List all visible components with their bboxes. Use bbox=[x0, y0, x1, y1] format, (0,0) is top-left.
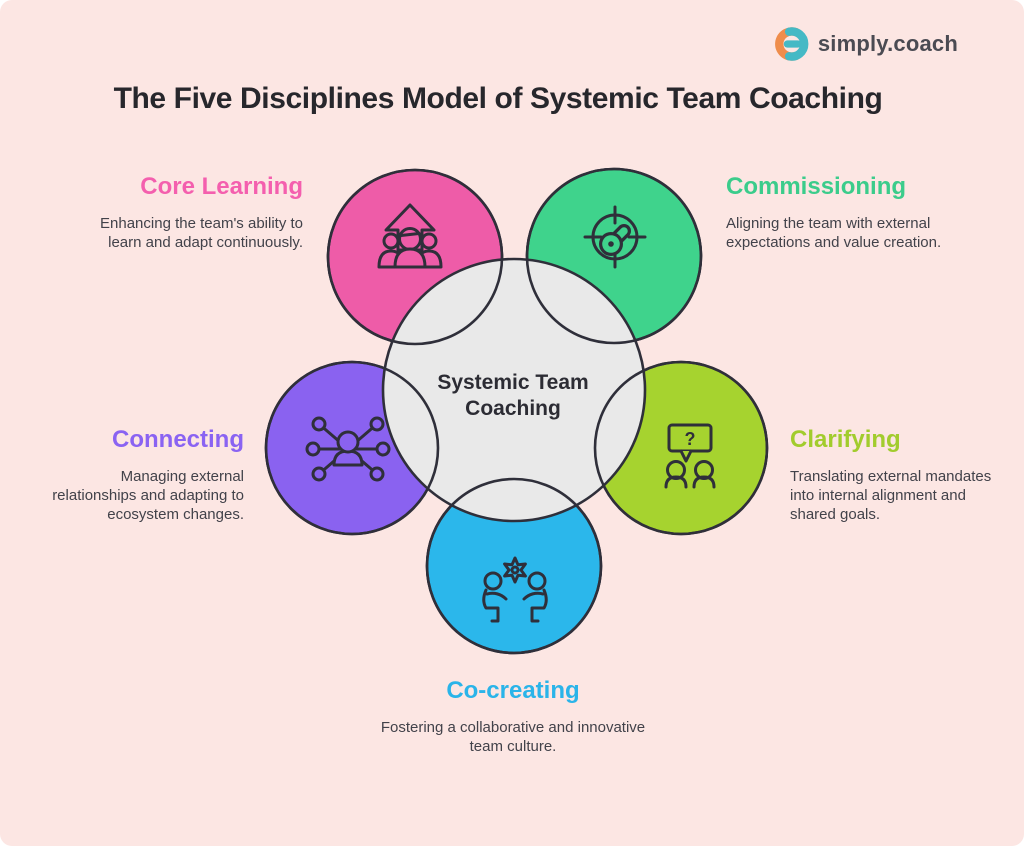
team-growth-arrow-icon bbox=[377, 203, 443, 269]
discipline-note-co-creating: Co-creating Fostering a collaborative an… bbox=[373, 678, 653, 756]
discipline-heading-connecting: Connecting bbox=[112, 426, 244, 453]
discipline-description-core-learning: Enhancing the team's ability to learn an… bbox=[100, 215, 303, 252]
center-circle bbox=[381, 257, 647, 523]
discipline-note-core-learning: Core Learning Enhancing the team's abili… bbox=[71, 174, 303, 252]
question-mark-glyph: ? bbox=[685, 429, 696, 449]
collaboration-gear-icon bbox=[482, 556, 548, 623]
circle-outline-commissioning bbox=[525, 167, 703, 345]
circle-outline-connecting bbox=[264, 360, 440, 536]
discipline-note-clarifying: Clarifying Translating external mandates… bbox=[790, 427, 998, 524]
page-title: The Five Disciplines Model of Systemic T… bbox=[113, 82, 883, 115]
discipline-note-connecting: Connecting Managing external relationshi… bbox=[44, 427, 244, 524]
discipline-description-commissioning: Aligning the team with external expectat… bbox=[726, 215, 942, 252]
simply-coach-logo-icon bbox=[774, 27, 809, 61]
discipline-description-co-creating: Fostering a collaborative and innovative… bbox=[380, 719, 646, 756]
brand-logo: simply.coach bbox=[774, 27, 958, 61]
circle-outline-clarifying bbox=[593, 360, 769, 536]
brand-name: simply.coach bbox=[817, 31, 958, 56]
question-dialogue-icon: ? bbox=[664, 423, 716, 489]
person-network-icon bbox=[305, 416, 391, 482]
discipline-heading-commissioning: Commissioning bbox=[726, 173, 907, 200]
discipline-heading-clarifying: Clarifying bbox=[790, 426, 901, 453]
discipline-heading-core-learning: Core Learning bbox=[140, 173, 303, 200]
discipline-description-clarifying: Translating external mandates into inter… bbox=[790, 468, 992, 524]
discipline-note-commissioning: Commissioning Aligning the team with ext… bbox=[726, 174, 964, 252]
circle-outline-core-learning bbox=[326, 168, 504, 346]
discipline-description-connecting: Managing external relationships and adap… bbox=[52, 468, 244, 524]
circle-outline-co-creating bbox=[425, 477, 603, 655]
discipline-heading-co-creating: Co-creating bbox=[446, 677, 580, 704]
target-goal-icon bbox=[583, 205, 647, 269]
center-circle-label: Systemic Team Coaching bbox=[437, 371, 589, 420]
